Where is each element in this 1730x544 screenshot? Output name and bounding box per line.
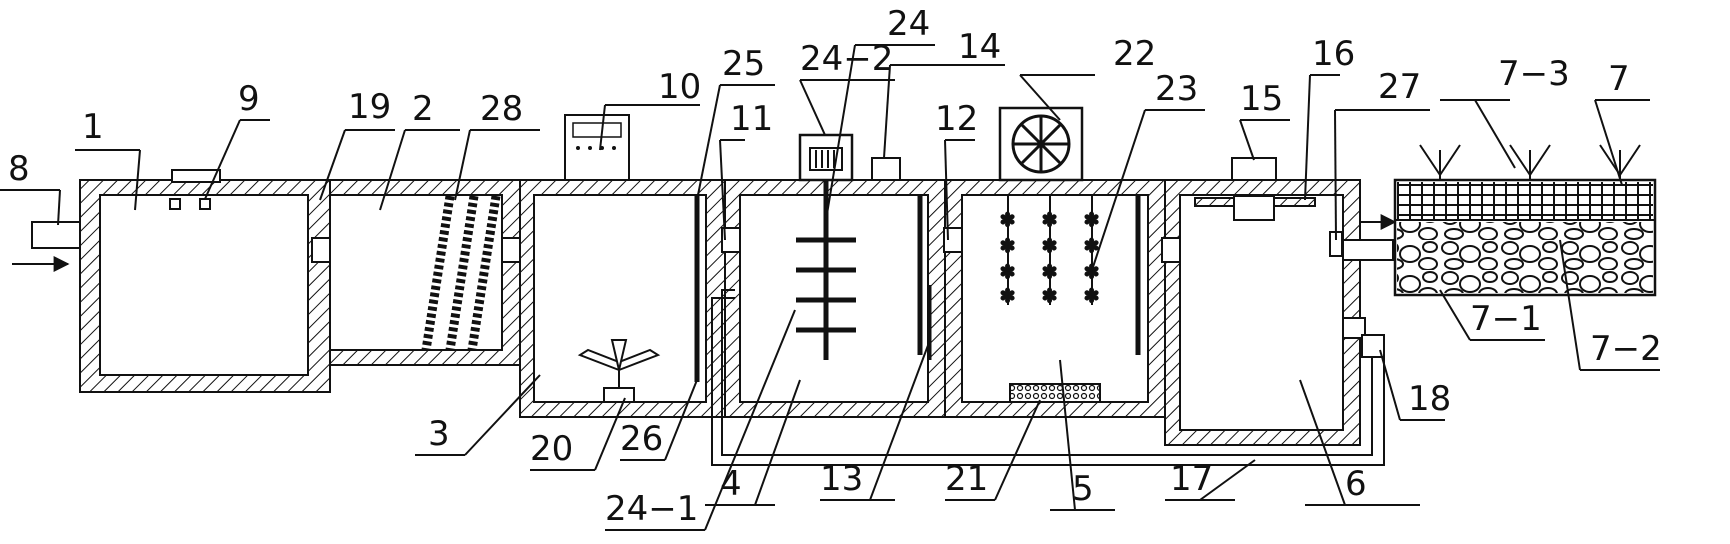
- label-28: 28: [480, 89, 523, 129]
- label-21: 21: [945, 459, 988, 499]
- svg-text:✻: ✻: [1084, 236, 1099, 257]
- tank-3: [501, 179, 726, 418]
- controller-10: [564, 114, 630, 181]
- label-13: 13: [820, 459, 863, 499]
- svg-text:✻: ✻: [1084, 286, 1099, 307]
- label-11: 11: [730, 99, 773, 139]
- leader-lines: [0, 44, 1660, 531]
- aerator-20: [577, 339, 661, 403]
- svg-text:✻: ✻: [1000, 262, 1015, 283]
- label-22: 22: [1113, 34, 1156, 74]
- biofilm-carriers-23: ✻ ✻ ✻ ✻ ✻ ✻ ✻ ✻ ✻ ✻ ✻ ✻: [999, 195, 1100, 308]
- label-17: 17: [1170, 459, 1213, 499]
- label-16: 16: [1312, 34, 1355, 74]
- pump-18: [1342, 317, 1385, 358]
- label-23: 23: [1155, 69, 1198, 109]
- label-26: 26: [620, 419, 663, 459]
- svg-text:✻: ✻: [1084, 262, 1099, 283]
- svg-text:✻: ✻: [1000, 236, 1015, 257]
- label-8: 8: [8, 149, 30, 189]
- filter-media-28: [421, 195, 501, 351]
- sensor-9: [169, 169, 221, 210]
- label-20: 20: [530, 429, 573, 469]
- inlet-pipe: [12, 221, 81, 272]
- connector-11: [721, 227, 741, 253]
- svg-text:✻: ✻: [1042, 262, 1057, 283]
- label-7-1: 7−1: [1470, 299, 1542, 339]
- label-2: 2: [412, 89, 434, 129]
- fan-22: [998, 106, 1084, 182]
- label-9: 9: [238, 79, 260, 119]
- wetland-7: [1393, 144, 1657, 297]
- label-14: 14: [958, 27, 1001, 67]
- outlet-27: [1329, 214, 1397, 261]
- svg-text:✻: ✻: [1042, 286, 1057, 307]
- label-24: 24: [887, 4, 930, 44]
- label-24-2: 24−2: [800, 39, 893, 79]
- svg-text:✻: ✻: [1042, 236, 1057, 257]
- label-24-1: 24−1: [605, 489, 698, 529]
- label-15: 15: [1240, 79, 1283, 119]
- label-6: 6: [1345, 464, 1367, 504]
- label-7-3: 7−3: [1498, 54, 1570, 94]
- connector-19: [311, 237, 331, 263]
- tank-1: [79, 179, 331, 393]
- connector-12: [943, 227, 963, 253]
- label-12: 12: [935, 99, 978, 139]
- tank-6: [1161, 179, 1361, 446]
- label-25: 25: [722, 44, 765, 84]
- svg-text:✻: ✻: [1000, 286, 1015, 307]
- tank-2: [311, 179, 521, 366]
- label-7-2: 7−2: [1590, 329, 1662, 369]
- label-4: 4: [720, 464, 742, 504]
- label-19: 19: [348, 87, 391, 127]
- doser-14: [871, 157, 901, 181]
- label-27: 27: [1378, 67, 1421, 107]
- number-labels: 1 8 9 19 2 28 10 25 24−2 24 14 22 23 11 …: [8, 4, 1662, 529]
- tank-5: [943, 179, 1166, 418]
- svg-text:✻: ✻: [1084, 210, 1099, 231]
- svg-text:✻: ✻: [1042, 210, 1057, 231]
- svg-text:✻: ✻: [1000, 210, 1015, 231]
- label-1: 1: [82, 107, 104, 147]
- return-pipe-17: [711, 289, 1385, 466]
- mixer-24: [796, 133, 856, 360]
- diffuser-21: [1009, 383, 1101, 403]
- label-5: 5: [1072, 469, 1094, 509]
- label-3: 3: [428, 414, 450, 454]
- label-10: 10: [658, 67, 701, 107]
- label-18: 18: [1408, 379, 1451, 419]
- device-15: [1194, 157, 1316, 221]
- tank-4: [721, 179, 946, 418]
- label-7: 7: [1608, 59, 1630, 99]
